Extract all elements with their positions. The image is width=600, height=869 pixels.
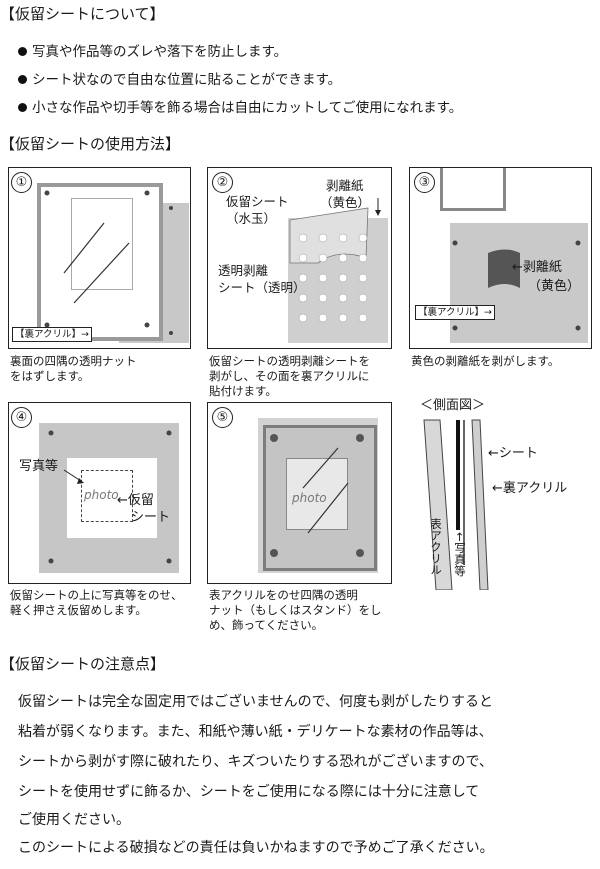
step-2-illustration: 仮留シート （水玉） 剥離紙 （黄色） 透明剥離 シート（透明）	[207, 167, 392, 349]
side-label-front-acrylic: 表アクリル	[429, 518, 443, 576]
label-sheet: 仮留シート	[226, 194, 289, 209]
section-title-about: 【仮留シートについて】	[0, 5, 165, 23]
label-clear-sheet-sub: シート（透明）	[218, 280, 306, 295]
label-release-paper: 剥離紙	[326, 178, 364, 193]
note-line: ご使用ください。	[18, 812, 130, 828]
label-back-acrylic: 【裏アクリル】→	[12, 327, 92, 342]
photo-placeholder: photo	[84, 488, 119, 502]
label-sheet-sub: シート	[131, 510, 171, 525]
step-1-illustration: 【裏アクリル】→	[8, 167, 191, 349]
label-photo: 写真等	[19, 459, 59, 474]
step-number: ④	[11, 407, 32, 428]
label-clear-sheet: 透明剥離	[218, 263, 269, 278]
note-line: 仮留シートは完全な固定用ではございませんので、何度も剥がしたりすると	[18, 694, 494, 710]
section-title-notes: 【仮留シートの注意点】	[0, 655, 166, 673]
label-sheet: ←仮留	[117, 493, 154, 508]
step-3-illustration: ←剥離紙 （黄色） 【裏アクリル】→	[409, 167, 592, 349]
step-1-caption: 裏面の四隅の透明ナット	[10, 354, 137, 368]
label-sheet-sub: （水玉）	[226, 211, 277, 226]
section-title-usage: 【仮留シートの使用方法】	[0, 135, 181, 153]
step-number: ①	[11, 172, 32, 193]
label-release-paper-sub: （黄色）	[528, 279, 581, 294]
side-view-diagram	[410, 415, 490, 591]
label-release-paper-sub: （黄色）	[320, 195, 371, 210]
step-4-illustration: photo 写真等 ←仮留 シート	[8, 402, 191, 584]
step-number: ③	[414, 172, 435, 193]
note-line: 粘着が弱くなります。また、和紙や薄い紙・デリケートな素材の作品等は、	[18, 724, 493, 740]
side-label-photo: ←写真等	[453, 532, 467, 577]
step-2-caption: 剥がし、その面を裏アクリルに	[209, 369, 370, 383]
photo-placeholder: photo	[292, 491, 327, 505]
side-label-sheet: ←シート	[488, 446, 538, 461]
bullet-item: 小さな作品や切手等を飾る場合は自由にカットしてご使用になれます。	[18, 99, 462, 117]
bullet-item: シート状なので自由な位置に貼ることができます。	[18, 71, 341, 89]
step-1-caption: をはずします。	[10, 369, 90, 383]
step-5-illustration: photo	[207, 402, 392, 584]
label-back-acrylic: 【裏アクリル】→	[415, 305, 495, 320]
label-release-paper: ←剥離紙	[512, 260, 562, 275]
step-5-caption: ナット（もしくはスタンド）をし	[209, 603, 382, 617]
bullet-item: 写真や作品等のズレや落下を防止します。	[18, 43, 287, 61]
step-5-caption: め、飾ってください。	[209, 618, 324, 632]
side-label-back-acrylic: ←裏アクリル	[492, 481, 568, 496]
step-5-caption: 表アクリルをのせ四隅の透明	[209, 588, 358, 602]
step-2-caption: 貼付けます。	[209, 384, 277, 398]
side-view-title: ＜側面図＞	[420, 398, 486, 413]
step-4-caption: 仮留シートの上に写真等をのせ、	[10, 588, 183, 602]
step-2-caption: 仮留シートの透明剥離シートを	[209, 354, 370, 368]
note-line: このシートによる破損などの責任は負いかねますので予めご了承ください。	[18, 840, 494, 856]
note-line: シートを使用せずに飾るか、シートをご使用になる際には十分に注意して	[18, 784, 480, 800]
step-number: ②	[212, 172, 233, 193]
note-line: シートから剥がす際に破れたり、キズついたりする恐れがございますので、	[18, 754, 493, 770]
step-number: ⑤	[212, 407, 233, 428]
step-4-caption: 軽く押さえ仮留めします。	[10, 603, 147, 617]
step-3-caption: 黄色の剥離紙を剥がします。	[411, 354, 560, 368]
